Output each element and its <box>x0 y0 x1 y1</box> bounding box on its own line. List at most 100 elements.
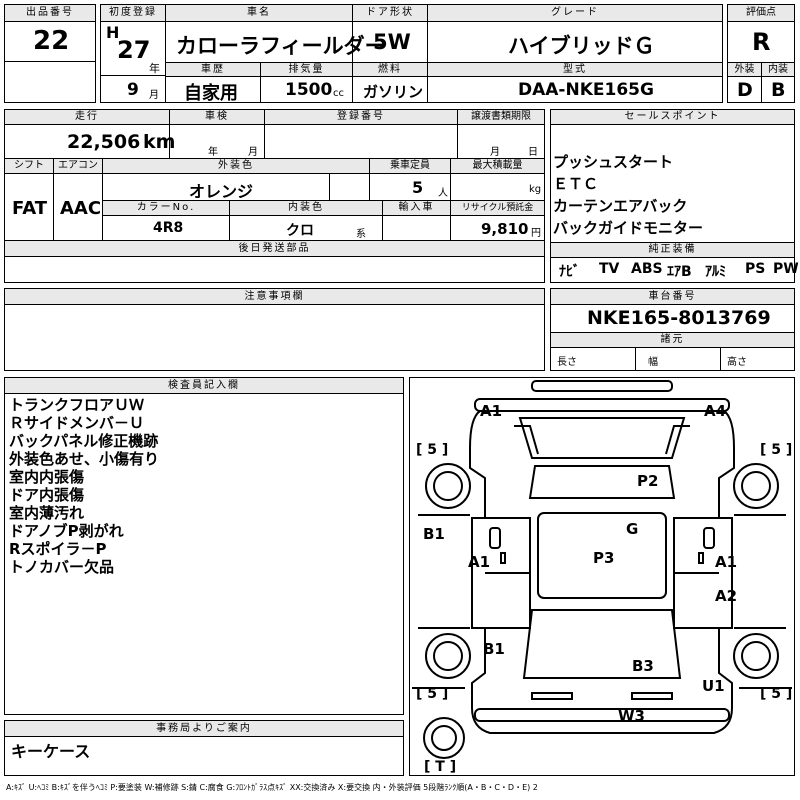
legend-text: A:ｷｽﾞ U:ﾍｺﾐ B:ｷｽﾞを伴うﾍｺﾐ P:要塗装 W:補修跡 S:錆 … <box>6 783 538 792</box>
int-color-header: 内装色 <box>229 200 383 216</box>
inspector-note: バックパネル修正機跡 <box>9 432 159 450</box>
shift-cell: FAT <box>4 173 54 241</box>
color-no-value: 4R8 <box>153 220 184 236</box>
lot-blank-cell <box>4 61 96 103</box>
chassis-value: NKE165-8013769 <box>587 307 771 329</box>
genuine-item: PW <box>773 261 799 277</box>
year-value: 27 <box>117 36 151 64</box>
mileage-value: 22,506 <box>67 131 141 153</box>
aircon-value: AAC <box>60 198 102 219</box>
mark-b1-left-fender: B1 <box>423 525 445 543</box>
history-header: 車歴 <box>165 62 261 77</box>
exterior-header: 外装 <box>727 62 762 77</box>
inspector-note: トランクフロアＵＷ <box>9 396 145 414</box>
mark-a1-right-door: A1 <box>715 553 737 571</box>
reg-no-header: 登録番号 <box>264 109 458 125</box>
grade-header: グレード <box>427 4 723 22</box>
tire-label-spare: [ T ] <box>424 759 456 775</box>
spec-width-label: 幅 <box>648 357 658 368</box>
fuel-cell: ガソリン <box>352 76 428 103</box>
mark-a4-front-right: A4 <box>704 402 726 420</box>
lot-no-header: 出品番号 <box>4 4 96 22</box>
capacity-unit: 人 <box>438 188 448 199</box>
score-cell: R <box>727 21 795 63</box>
exterior-grade-cell: D <box>727 76 762 103</box>
inspector-note: 室内内張傷 <box>9 468 85 486</box>
mark-b1-left-rear: B1 <box>483 640 505 658</box>
lot-no-value: 22 <box>33 26 70 56</box>
mark-u1-rear-right: U1 <box>702 677 725 695</box>
mark-a1-left-door: A1 <box>468 553 490 571</box>
genuine-item: ﾅﾋﾞ <box>559 264 580 280</box>
month-unit: 月 <box>149 90 159 101</box>
import-header: 輸入車 <box>382 200 451 216</box>
mileage-unit: km <box>143 131 176 153</box>
inspector-note: 室内薄汚れ <box>9 504 85 522</box>
mileage-header: 走行 <box>4 109 170 125</box>
genuine-cell: ﾅﾋﾞ TV ABS ｴｱB ｱﾙﾐ PS PW <box>550 257 799 283</box>
mark-w3-rear-bumper: W3 <box>618 707 645 725</box>
capacity-value: 5 <box>412 178 424 197</box>
interior-grade-value: B <box>771 79 786 101</box>
first-reg-header: 初度登録 <box>100 4 166 22</box>
mark-g-windshield: G <box>626 520 638 538</box>
displacement-header: 排気量 <box>260 62 353 77</box>
inspector-note: ドアノブP剥がれ <box>9 522 124 540</box>
transfer-day-unit: 日 <box>528 147 538 158</box>
inspector-note: トノカバー欠品 <box>9 558 115 576</box>
car-diagram: A1 A4 P2 G B1 A1 P3 A1 A2 B1 B3 U1 W3 [ … <box>412 380 792 775</box>
mark-a1-front-left: A1 <box>480 402 502 420</box>
aircon-header: エアコン <box>53 158 103 174</box>
year-unit: 年 <box>149 62 160 75</box>
recycle-value: 9,810 <box>481 220 529 238</box>
genuine-item: TV <box>599 261 620 277</box>
mileage-cell: 22,506 km <box>4 124 175 159</box>
tire-label-rear-right: [ 5 ] <box>760 686 792 702</box>
transfer-docs-cell: 月 日 <box>457 124 545 159</box>
shift-value: FAT <box>12 198 48 219</box>
mark-p2-roof: P2 <box>637 472 658 490</box>
chassis-cell: NKE165-8013769 <box>550 304 795 333</box>
genuine-header: 純正装備 <box>550 242 795 258</box>
later-parts-cell <box>4 256 545 283</box>
specs-header: 諸元 <box>550 332 795 348</box>
car-diagram-frame: A1 A4 P2 G B1 A1 P3 A1 A2 B1 B3 U1 W3 [ … <box>409 377 795 776</box>
ext-color-cell: オレンジ <box>102 173 330 201</box>
score-value: R <box>752 28 771 56</box>
lot-no-cell: 22 <box>4 21 96 62</box>
capacity-header: 乗車定員 <box>369 158 451 174</box>
interior-grade-cell: B <box>761 76 795 103</box>
notes-header: 注意事項欄 <box>4 288 545 305</box>
color-no-header: カラーNo. <box>102 200 230 216</box>
car-name-header: 車名 <box>165 4 353 22</box>
grade-value: ハイブリッドＧ <box>508 34 655 58</box>
notes-cell <box>4 304 545 371</box>
int-color-unit: 系 <box>356 229 366 240</box>
ext-color-extra-cell <box>329 173 370 201</box>
transfer-month-unit: 月 <box>490 147 500 158</box>
fuel-header: 燃料 <box>352 62 428 77</box>
mark-b3-trunk: B3 <box>632 657 654 675</box>
mark-a2-right-rear-door: A2 <box>715 587 737 605</box>
recycle-header: リサイクル預託金 <box>450 200 545 216</box>
grade-cell: ハイブリッドＧ <box>427 21 723 63</box>
office-cell: キーケース <box>4 736 404 776</box>
model-value: DAA-NKE165G <box>518 80 654 100</box>
model-header: 型式 <box>427 62 723 77</box>
history-value: 自家用 <box>184 83 238 104</box>
tire-label-front-left: [ 5 ] <box>416 442 448 458</box>
later-parts-header: 後日発送部品 <box>4 240 545 257</box>
model-cell: DAA-NKE165G <box>427 76 723 103</box>
color-no-cell: 4R8 <box>102 215 230 241</box>
score-header: 評価点 <box>727 4 795 22</box>
history-cell: 自家用 <box>165 76 261 104</box>
int-color-cell: クロ 系 <box>229 215 383 241</box>
reg-no-cell <box>264 124 458 159</box>
displacement-cell: 1500 cc <box>260 76 353 103</box>
inspector-note: Ｒサイドメンバ－Ｕ <box>9 414 145 432</box>
inspection-cell: 年 月 <box>169 124 265 159</box>
office-header: 事務局よりご案内 <box>4 720 404 737</box>
displacement-value: 1500 <box>285 80 333 100</box>
sales-point-item: カーテンエアバック <box>553 197 688 215</box>
sales-points-header: セールスポイント <box>550 109 795 125</box>
